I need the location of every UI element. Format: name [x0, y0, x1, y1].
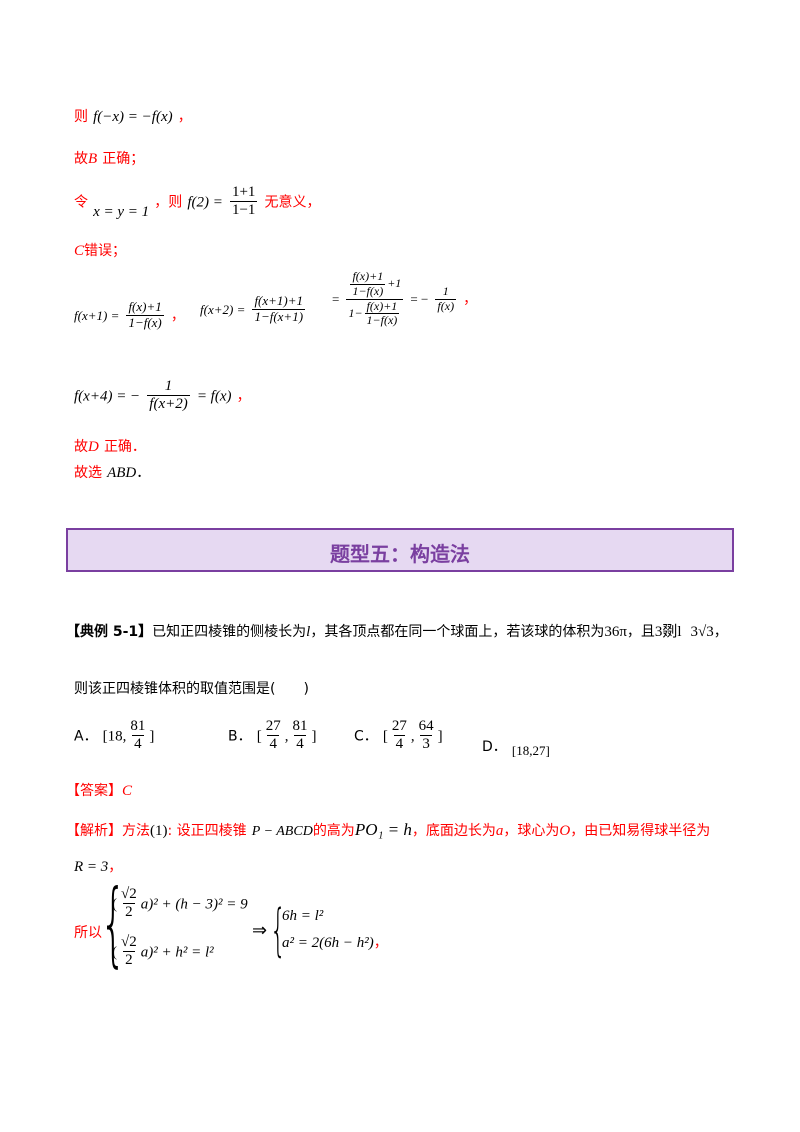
- section-banner: 题型五：构造法: [66, 528, 734, 572]
- compound-fraction: = f(x)+1 1−f(x) +1 1− f(x)+1 1−f(x) = − …: [332, 269, 478, 328]
- example-statement: 【典例 5-1】已知正四棱锥的侧棱长为l，其各顶点都在同一个球面上，若该球的体积…: [66, 624, 728, 640]
- example-question: 则该正四棱锥体积的取值范围是( ): [74, 681, 309, 697]
- solution-line-final-choice: 故选 ABD．: [74, 465, 151, 481]
- derivation-f-x-plus-2: f(x+2) = f(x+1)+1 1−f(x+1): [200, 293, 306, 324]
- result-eq-1: 6h = l²: [282, 908, 324, 924]
- radius-line: R = 3，: [74, 859, 123, 875]
- solution-line-b-correct: 故B 正确；: [74, 151, 145, 167]
- section-title: 题型五：构造法: [330, 542, 470, 566]
- solution-line-c-wrong: C错误；: [74, 243, 127, 259]
- option-d[interactable]: D． [18,27]: [482, 739, 550, 758]
- derivation-f-x-plus-4: f(x+4) = − 1 f(x+2) = f(x) ，: [74, 378, 251, 413]
- implies-arrow: ⇒: [252, 920, 268, 940]
- analysis-line: 【解析】方法(1): 设正四棱锥 P − ABCD的高为PO₁ = h，底面边长…: [66, 820, 711, 839]
- so-label: 所以: [74, 925, 102, 941]
- answer-line: 【答案】C: [66, 783, 133, 799]
- derivation-f-x-plus-1: f(x+1) = f(x)+1 1−f(x) ，: [74, 299, 185, 330]
- solution-line-odd: 则 f(−x) = −f(x) ，: [74, 109, 192, 125]
- result-eq-2: a² = 2(6h − h²)，: [282, 935, 388, 951]
- solution-line-d-correct: 故D 正确．: [74, 439, 146, 455]
- right-brace: {: [270, 898, 287, 963]
- solution-line-substitution: 令 x = y = 1 ，则 f(2) = 1+1 1−1 无意义，: [74, 184, 321, 221]
- example-tag: 【典例 5-1】: [66, 624, 153, 640]
- fraction: 1+1 1−1: [229, 184, 258, 219]
- left-brace: {: [100, 870, 127, 977]
